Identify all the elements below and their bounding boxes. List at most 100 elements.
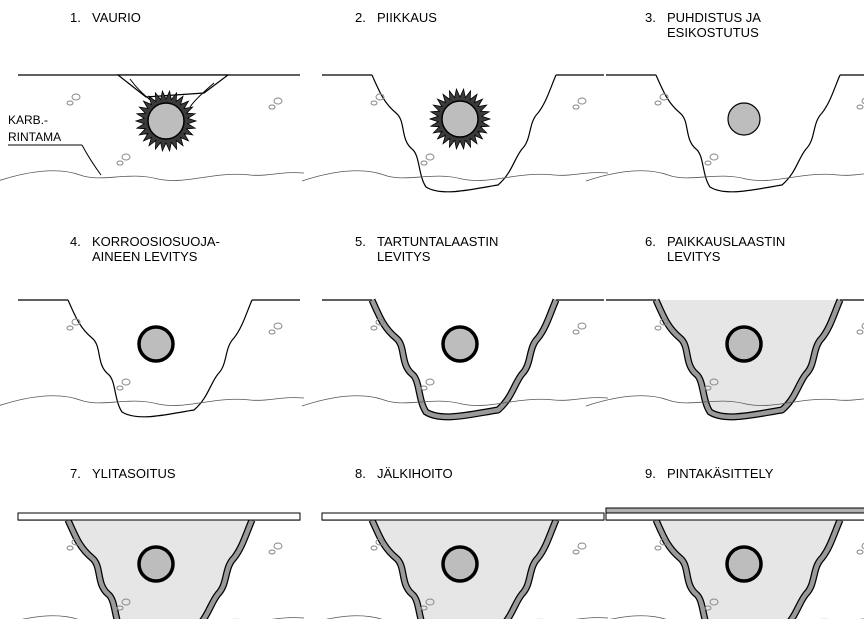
carbonation-front xyxy=(325,615,609,619)
step-title-line: KORROOSIOSUOJA- xyxy=(92,234,220,249)
aggregate-stone xyxy=(420,605,428,611)
aggregate-stone xyxy=(425,378,435,386)
aggregate-stone xyxy=(856,549,864,555)
carbonation-front xyxy=(301,395,609,407)
rebar xyxy=(441,100,479,138)
carbonation-front xyxy=(301,170,609,182)
aggregate-stone xyxy=(116,160,124,166)
levelling-layer xyxy=(321,512,605,521)
aggregate-stone xyxy=(861,97,864,105)
aggregate-stone xyxy=(709,598,719,606)
step-number: 3. xyxy=(645,10,656,25)
carbonation-front xyxy=(21,615,305,619)
aggregate-stone xyxy=(273,97,283,105)
carbonation-front xyxy=(0,395,305,406)
step-title-line: YLITASOITUS xyxy=(92,466,176,481)
levelling-layer xyxy=(17,512,301,521)
step-7-title: 7. YLITASOITUS xyxy=(70,466,176,481)
side-label-line-1: KARB.- xyxy=(8,113,48,127)
step-title-line: LEVITYS xyxy=(667,249,721,264)
chipped-cavity xyxy=(67,299,253,418)
bond-layer xyxy=(653,519,843,619)
step-title-line: AINEEN LEVITYS xyxy=(92,249,198,264)
coated-rebar xyxy=(137,325,175,363)
coated-rebar xyxy=(137,545,175,583)
aggregate-stone xyxy=(654,100,662,106)
aggregate-stone xyxy=(572,104,580,110)
step-number: 8. xyxy=(355,466,366,481)
aggregate-stone xyxy=(370,545,378,551)
step-title-line: TARTUNTALAASTIN xyxy=(377,234,498,249)
side-label-line-2: RINTAMA xyxy=(8,130,61,144)
aggregate-stone xyxy=(704,605,712,611)
step-number: 6. xyxy=(645,234,656,249)
aggregate-stone xyxy=(861,322,864,330)
step-number: 1. xyxy=(70,10,81,25)
aggregate-stone xyxy=(273,322,283,330)
step-7-drawing xyxy=(17,512,305,619)
aggregate-stone xyxy=(121,378,131,386)
aggregate-stone xyxy=(370,325,378,331)
aggregate-stone xyxy=(420,385,428,391)
step-4-drawing xyxy=(0,299,305,418)
aggregate-stone xyxy=(66,325,74,331)
aggregate-stone xyxy=(71,318,81,326)
aggregate-stone xyxy=(375,538,385,546)
step-number: 5. xyxy=(355,234,366,249)
step-number: 4. xyxy=(70,234,81,249)
aggregate-stone xyxy=(572,329,580,335)
step-8-title: 8. JÄLKIHOITO xyxy=(355,466,453,481)
aggregate-stone xyxy=(709,378,719,386)
aggregate-stone xyxy=(273,542,283,550)
step-8-drawing xyxy=(321,512,609,619)
aggregate-stone xyxy=(268,549,276,555)
step-2-title: 2.PIIKKAUS xyxy=(355,10,437,25)
aggregate-stone xyxy=(704,385,712,391)
aggregate-stone xyxy=(856,329,864,335)
aggregate-stone xyxy=(659,538,669,546)
aggregate-stone xyxy=(577,322,587,330)
aggregate-stone xyxy=(654,325,662,331)
aggregate-stone xyxy=(66,545,74,551)
bond-layer xyxy=(65,519,255,619)
aggregate-stone xyxy=(116,605,124,611)
coated-rebar xyxy=(725,325,763,363)
carbonation-front xyxy=(585,170,864,182)
aggregate-stone xyxy=(861,542,864,550)
rebar xyxy=(727,102,761,136)
aggregate-stone xyxy=(704,160,712,166)
aggregate-stone xyxy=(121,598,131,606)
levelling-layer xyxy=(605,512,864,521)
step-title-line: PINTAKÄSITTELY xyxy=(667,466,774,481)
rebar xyxy=(147,102,185,140)
bond-layer xyxy=(369,519,559,619)
aggregate-stone xyxy=(425,598,435,606)
aggregate-stone xyxy=(856,104,864,110)
coated-rebar xyxy=(441,545,479,583)
aggregate-stone xyxy=(71,538,81,546)
aggregate-stone xyxy=(66,100,74,106)
aggregate-stone xyxy=(659,93,669,101)
aggregate-stone xyxy=(116,385,124,391)
aggregate-stone xyxy=(375,93,385,101)
carbonation-front xyxy=(609,615,864,619)
spalled-fragment xyxy=(116,74,230,98)
chipped-cavity xyxy=(371,74,557,193)
step-3-drawing xyxy=(585,74,864,193)
aggregate-stone xyxy=(370,100,378,106)
step-9-title: 9.PINTAKÄSITTELY xyxy=(645,466,774,481)
step-number: 7. xyxy=(70,466,81,481)
step-2-drawing xyxy=(301,74,609,193)
step-number: 2. xyxy=(355,10,366,25)
step-title-line: ESIKOSTUTUS xyxy=(667,25,759,40)
step-title-line: JÄLKIHOITO xyxy=(377,466,453,481)
aggregate-stone xyxy=(71,93,81,101)
coated-rebar xyxy=(441,325,479,363)
step-9-drawing xyxy=(605,507,864,619)
step-1-drawing xyxy=(0,74,305,181)
coated-rebar xyxy=(725,545,763,583)
